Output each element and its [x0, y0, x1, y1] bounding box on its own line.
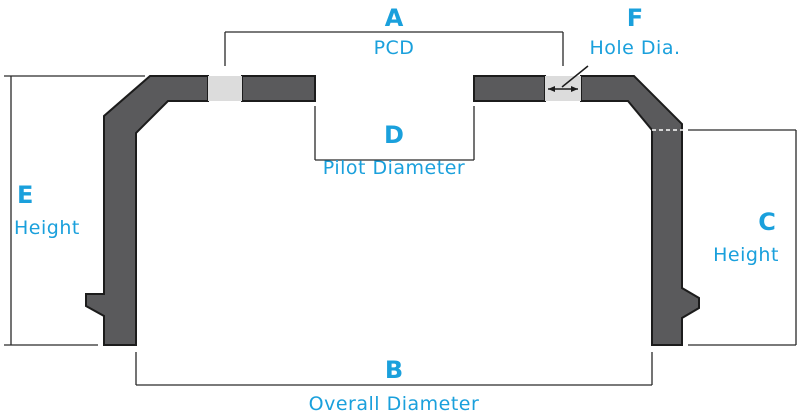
- dimension-f-letter: F: [626, 4, 644, 32]
- dimension-c-caption: Height: [713, 244, 779, 266]
- left-flange-segment: [241, 75, 316, 102]
- dimension-f-caption: Hole Dia.: [589, 37, 681, 59]
- dimension-a-line: [224, 31, 564, 66]
- dimension-d-caption: Pilot Diameter: [322, 157, 466, 179]
- dimension-a-letter: A: [384, 4, 404, 32]
- dimension-c-line: [688, 129, 797, 346]
- dimension-c-letter: C: [758, 208, 776, 236]
- dimension-e-letter: E: [17, 181, 34, 209]
- dimension-b-letter: B: [384, 356, 404, 384]
- dimension-f-line: [548, 65, 589, 92]
- dimension-b-line: [135, 352, 653, 386]
- dimension-e-line: [4, 75, 145, 346]
- dimension-d-letter: D: [384, 121, 404, 149]
- dimension-e-caption: Height: [14, 217, 80, 239]
- dimension-a-caption: PCD: [373, 37, 415, 59]
- dimension-d-line: [314, 106, 475, 161]
- left-bolt-hole: [208, 76, 242, 101]
- right-flange-segment: [473, 75, 546, 102]
- dimension-b-caption: Overall Diameter: [308, 393, 480, 415]
- left-wall-section: [85, 75, 209, 346]
- right-wall-section: [580, 75, 700, 346]
